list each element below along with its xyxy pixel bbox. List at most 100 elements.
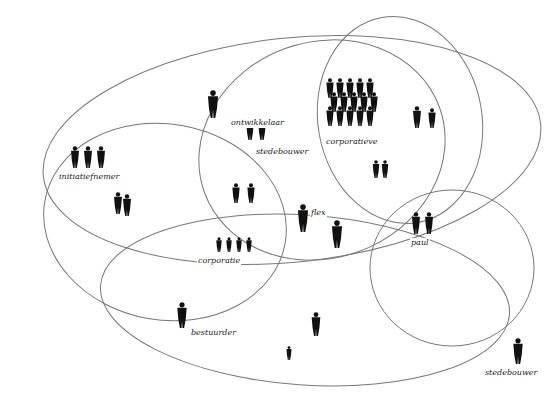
person-head <box>210 90 216 96</box>
person-head <box>249 183 253 187</box>
person-head <box>515 338 520 343</box>
person-body <box>366 110 373 126</box>
person-body <box>312 317 321 336</box>
person-body <box>370 96 377 112</box>
person-body <box>236 240 241 252</box>
person-head <box>348 78 352 82</box>
person-body <box>123 199 131 216</box>
person-silhouette <box>425 212 433 234</box>
person-silhouette <box>382 160 388 178</box>
person-silhouette <box>312 312 321 336</box>
person-body <box>360 96 367 112</box>
person-head <box>338 106 342 110</box>
person-body <box>298 210 308 232</box>
person-head <box>234 183 238 187</box>
person-head <box>338 78 342 82</box>
person-body <box>226 240 231 252</box>
person-head <box>300 204 306 210</box>
person-silhouette <box>177 302 186 328</box>
person-body <box>326 110 333 126</box>
outline-loop <box>168 6 477 294</box>
person-silhouette <box>356 106 363 126</box>
person-silhouette <box>412 212 420 234</box>
person-silhouette <box>373 160 379 178</box>
person-body <box>232 187 239 203</box>
person-silhouette <box>428 108 435 128</box>
figure-label: stedebouwer <box>255 147 309 157</box>
person-head <box>427 212 431 216</box>
figure-label: bestuurder <box>190 328 237 338</box>
person-head <box>383 160 387 164</box>
person-head <box>362 92 366 96</box>
person-silhouette <box>286 346 291 360</box>
person-silhouette <box>236 237 241 252</box>
person-head <box>86 146 90 150</box>
person-body <box>246 240 251 252</box>
person-body <box>366 82 373 98</box>
person-body <box>356 82 363 98</box>
figure-label: ontwikkelaar <box>230 118 285 128</box>
person-head <box>248 237 251 240</box>
person-head <box>288 346 291 349</box>
person-head <box>352 92 356 96</box>
person-silhouette <box>208 90 218 118</box>
person-head <box>358 106 362 110</box>
person-head <box>368 106 372 110</box>
person-silhouette <box>123 194 131 216</box>
person-silhouette <box>247 183 254 203</box>
person-body <box>356 110 363 126</box>
figure-label: stedebouwer <box>484 368 538 378</box>
figure-label: flex <box>310 208 327 218</box>
person-body <box>84 151 92 168</box>
person-silhouette <box>513 338 522 364</box>
person-head <box>99 146 103 150</box>
person-body <box>208 96 218 118</box>
person-head <box>125 194 129 198</box>
outline-loop <box>95 201 516 395</box>
person-body <box>326 82 333 98</box>
figure-label: corporatieve <box>325 137 378 147</box>
outline-loop <box>32 12 551 287</box>
person-silhouette <box>97 146 105 168</box>
person-head <box>358 78 362 82</box>
person-silhouette <box>366 106 373 126</box>
person-silhouette <box>246 237 251 252</box>
person-body <box>382 164 388 178</box>
person-head <box>414 212 418 216</box>
person-body <box>425 217 433 234</box>
person-silhouette <box>336 106 343 126</box>
person-body <box>428 112 435 128</box>
person-silhouette <box>332 220 342 248</box>
person-head <box>328 78 332 82</box>
person-body <box>373 164 379 178</box>
person-body <box>336 110 343 126</box>
person-silhouette <box>346 106 353 126</box>
person-body <box>336 82 343 98</box>
person-silhouette <box>298 204 308 232</box>
person-head <box>328 106 332 110</box>
person-head <box>332 92 336 96</box>
person-head <box>73 146 77 150</box>
person-body <box>332 226 342 248</box>
person-body <box>114 197 122 214</box>
person-silhouette <box>71 146 79 168</box>
person-head <box>314 312 319 317</box>
figure-label: initiatiefnemer <box>58 172 120 182</box>
person-head <box>374 160 378 164</box>
person-body <box>346 110 353 126</box>
person-head <box>415 106 419 110</box>
person-body <box>513 344 522 364</box>
outline-loop <box>301 3 499 236</box>
person-silhouette <box>413 106 421 128</box>
person-head <box>238 237 241 240</box>
person-body <box>216 240 221 252</box>
person-body <box>71 151 79 168</box>
person-body <box>330 96 337 112</box>
outline-loop <box>28 104 302 339</box>
person-body <box>340 96 347 112</box>
person-head <box>179 302 184 307</box>
person-body <box>286 349 291 360</box>
person-body <box>350 96 357 112</box>
outline-loop <box>370 190 534 346</box>
